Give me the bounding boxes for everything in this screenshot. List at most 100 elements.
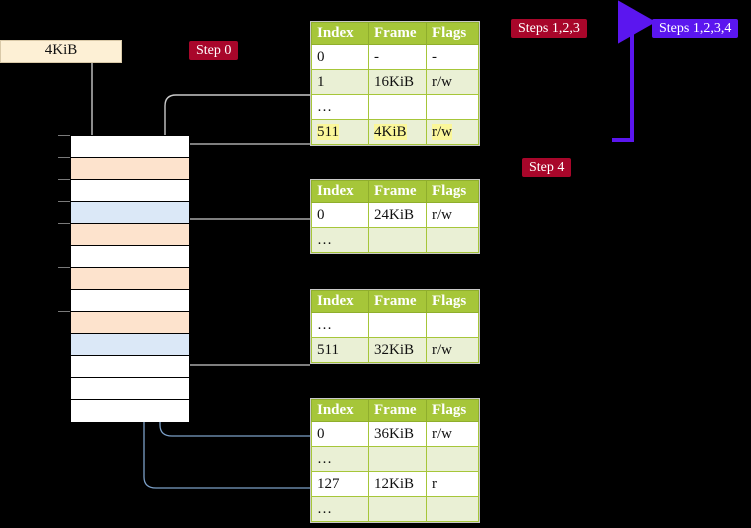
table-cell (426, 446, 479, 472)
memory-frame-row (71, 378, 189, 400)
table-cell: 0 (311, 421, 369, 447)
table-row: 511 32KiB r/w (311, 337, 479, 363)
table-cell: 0 (311, 44, 369, 70)
table-cell (368, 446, 427, 472)
table-header-flags: Flags (426, 290, 479, 313)
memory-frame-row (71, 400, 189, 422)
cell-value: 4KiB (374, 123, 407, 140)
table-cell: 0 (311, 202, 369, 228)
table-cell: 24KiB (368, 202, 427, 228)
memory-tick (58, 135, 70, 136)
table-cell: 32KiB (368, 337, 427, 363)
table-header-index: Index (311, 180, 369, 203)
table-header-frame: Frame (368, 180, 427, 203)
memory-frame-row (71, 180, 189, 202)
cell-value: r/w (432, 123, 452, 140)
cell-value: 16KiB (374, 73, 415, 90)
step-badge-step4: Step 4 (522, 158, 572, 177)
table-cell (368, 227, 427, 253)
table-header-flags: Flags (426, 180, 479, 203)
table-cell: - (426, 44, 479, 70)
memory-frame-row (71, 136, 189, 158)
table-header-flags: Flags (426, 22, 479, 45)
table-header-index: Index (311, 22, 369, 45)
table-cell: r/w (426, 69, 479, 95)
wire-pd-row511 (177, 312, 310, 366)
cell-value: 36KiB (374, 425, 415, 442)
table-cell: 16KiB (368, 69, 427, 95)
cell-value: r/w (432, 341, 452, 358)
table-cell: 511 (311, 337, 369, 363)
table-cell: 36KiB (368, 421, 427, 447)
table-cell: … (311, 446, 369, 472)
table-cell: 12KiB (368, 471, 427, 497)
table-row: … (311, 312, 479, 338)
memory-frame-row (71, 356, 189, 378)
memory-size-label: 4KiB (0, 40, 122, 63)
cell-value: … (317, 98, 332, 115)
memory-frame-row (71, 246, 189, 268)
step-badge-step0: Step 0 (189, 41, 239, 60)
cell-value: … (317, 316, 332, 333)
cell-value: … (317, 231, 332, 248)
cell-value: … (317, 500, 332, 517)
cell-value: 0 (317, 206, 325, 223)
memory-frame-row (71, 224, 189, 246)
table-row: … (311, 94, 479, 120)
memory-frame-row (71, 268, 189, 290)
memory-tick (58, 267, 70, 268)
cell-value: 12KiB (374, 475, 415, 492)
table-cell: - (368, 44, 427, 70)
table-cell (426, 312, 479, 338)
table-header-flags: Flags (426, 399, 479, 422)
table-header-index: Index (311, 290, 369, 313)
cell-value: r/w (432, 425, 452, 442)
cell-value: 32KiB (374, 341, 415, 358)
memory-tick (58, 157, 70, 158)
memory-tick (58, 201, 70, 202)
memory-frame-row (71, 312, 189, 334)
table-cell: r/w (426, 202, 479, 228)
table-cell: … (311, 227, 369, 253)
table-cell: r (426, 471, 479, 497)
table-cell: r/w (426, 337, 479, 363)
table-cell (426, 227, 479, 253)
table-cell: … (311, 496, 369, 522)
wire-violet-loop (612, 0, 656, 142)
cell-value: 127 (317, 475, 340, 492)
table-row: … (311, 446, 479, 472)
table-row: 0 36KiB r/w (311, 421, 479, 447)
memory-tick (58, 179, 70, 180)
cell-value: - (432, 48, 437, 65)
table-row: 0 24KiB r/w (311, 202, 479, 228)
table-cell (426, 496, 479, 522)
table-cell: r/w (426, 119, 479, 145)
table-row: 511 4KiB r/w (311, 119, 479, 145)
table-header-frame: Frame (368, 22, 427, 45)
table-cell: 127 (311, 471, 369, 497)
step-badge-steps123: Steps 1,2,3 (511, 19, 587, 38)
physical-memory-grid (70, 135, 190, 422)
memory-frame-row (71, 334, 189, 356)
table-cell (368, 312, 427, 338)
cell-value: 511 (317, 123, 339, 140)
table-header-frame: Frame (368, 399, 427, 422)
cell-value: 0 (317, 48, 325, 65)
memory-tick (58, 311, 70, 312)
step-badge-steps1234: Steps 1,2,3,4 (652, 19, 739, 38)
table-cell: … (311, 94, 369, 120)
memory-tick (58, 223, 70, 224)
memory-frame-row (71, 158, 189, 180)
table-cell (368, 94, 427, 120)
table-cell (426, 94, 479, 120)
table-cell: … (311, 312, 369, 338)
cell-value: r (432, 475, 437, 492)
cell-value: … (317, 450, 332, 467)
table-row: … (311, 227, 479, 253)
cell-value: 24KiB (374, 206, 415, 223)
